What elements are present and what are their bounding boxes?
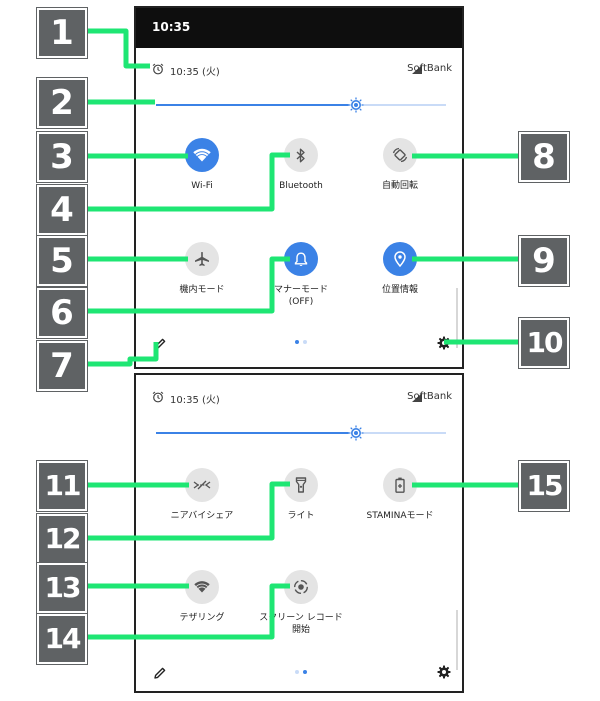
- alarm-clock-icon: [152, 391, 164, 403]
- callout-badge-13: 13: [37, 563, 87, 613]
- tile-tethering[interactable]: テザリング: [152, 570, 252, 624]
- tethering-toggle[interactable]: [185, 570, 219, 604]
- quick-settings-panel-page-2: 10:35 (火) SoftBank: [134, 373, 464, 693]
- callout-badge-5: 5: [37, 236, 87, 286]
- status-time: 10:35: [152, 20, 191, 34]
- screen-record-icon: [293, 579, 309, 595]
- tile-bluetooth[interactable]: Bluetooth: [251, 138, 351, 192]
- brightness-track-filled: [156, 432, 356, 434]
- bell-icon: [294, 251, 308, 266]
- edit-pencil-icon[interactable]: [154, 667, 166, 679]
- brightness-sun-thumb-icon[interactable]: [348, 97, 364, 113]
- manner-mode-toggle[interactable]: [284, 242, 318, 276]
- callout-badge-1: 1: [37, 8, 87, 58]
- callout-badge-10: 10: [519, 318, 569, 368]
- page-indicator: [293, 340, 313, 346]
- flashlight-icon: [295, 477, 307, 493]
- wifi-toggle[interactable]: [185, 138, 219, 172]
- header-row: 10:35 (火) SoftBank: [136, 388, 462, 408]
- quick-settings-panel-page-1: 10:35 10:35 (火) SoftBank: [134, 6, 464, 369]
- wifi-icon: [193, 148, 211, 162]
- tile-label-line2: (OFF): [288, 297, 314, 307]
- tile-location[interactable]: 位置情報: [350, 242, 450, 296]
- tile-manner-mode[interactable]: マナーモード (OFF): [251, 242, 351, 308]
- tile-nearby-share[interactable]: ニアバイシェア: [152, 468, 252, 522]
- tile-label-line1: スクリーン レコード: [259, 613, 343, 623]
- brightness-track-empty: [356, 104, 446, 106]
- tile-label: 機内モード: [179, 285, 225, 295]
- brightness-track-filled: [156, 104, 356, 106]
- signal-strength-icon: [412, 65, 422, 74]
- page-dot-1: [295, 340, 299, 344]
- callout-badge-15: 15: [519, 461, 569, 511]
- tile-label: ライト: [287, 511, 315, 521]
- callout-badge-6: 6: [37, 288, 87, 338]
- status-bar: 10:35: [136, 8, 462, 48]
- callout-badge-7: 7: [37, 341, 87, 391]
- battery-icon: [395, 477, 405, 493]
- page-dot-2: [303, 340, 307, 344]
- location-toggle[interactable]: [383, 242, 417, 276]
- header-row: 10:35 (火) SoftBank: [136, 60, 462, 80]
- bluetooth-toggle[interactable]: [284, 138, 318, 172]
- tile-label: 自動回転: [381, 181, 418, 191]
- airplane-mode-toggle[interactable]: [185, 242, 219, 276]
- quick-settings-sheet: 10:35 (火) SoftBank: [136, 375, 462, 691]
- nearby-share-toggle[interactable]: [185, 468, 219, 502]
- quick-settings-sheet: 10:35 (火) SoftBank: [136, 48, 462, 367]
- tile-screen-record[interactable]: スクリーン レコード開始: [251, 570, 351, 636]
- location-pin-icon: [394, 251, 406, 267]
- callout-badge-11: 11: [37, 461, 87, 511]
- alarm-time: 10:35 (火): [170, 67, 220, 78]
- tile-label-line2: 開始: [291, 625, 310, 635]
- callout-badge-4: 4: [37, 185, 87, 235]
- carrier-name: SoftBank: [407, 63, 452, 74]
- callout-badge-14: 14: [37, 614, 87, 664]
- brightness-slider[interactable]: [156, 425, 446, 441]
- page-indicator: [293, 670, 313, 676]
- airplane-icon: [195, 251, 209, 266]
- nearby-share-icon: [193, 480, 211, 490]
- tile-airplane-mode[interactable]: 機内モード: [152, 242, 252, 296]
- tile-auto-rotate[interactable]: 自動回転: [350, 138, 450, 192]
- scrollbar[interactable]: [456, 610, 458, 670]
- tile-label: Bluetooth: [279, 181, 323, 191]
- tile-label-line1: マナーモード: [273, 285, 328, 295]
- settings-gear-icon[interactable]: [437, 336, 451, 350]
- scrollbar[interactable]: [456, 288, 458, 348]
- tile-flashlight[interactable]: ライト: [251, 468, 351, 522]
- tile-label: スクリーン レコード開始: [251, 612, 351, 636]
- settings-gear-icon[interactable]: [437, 665, 451, 679]
- callout-badge-9: 9: [519, 236, 569, 286]
- alarm-time: 10:35 (火): [170, 395, 220, 406]
- edit-pencil-icon[interactable]: [154, 338, 166, 350]
- carrier-name: SoftBank: [407, 391, 452, 402]
- alarm-clock-icon: [152, 63, 164, 75]
- tile-label: STAMINAモード: [366, 511, 434, 521]
- page-dot-1: [295, 670, 299, 674]
- callout-badge-2: 2: [37, 78, 87, 128]
- callout-badge-8: 8: [519, 132, 569, 182]
- brightness-track-empty: [356, 432, 446, 434]
- page-dot-2: [303, 670, 307, 674]
- tile-label: Wi-Fi: [191, 181, 213, 191]
- tile-label: ニアバイシェア: [170, 511, 234, 521]
- stamina-mode-toggle[interactable]: [383, 468, 417, 502]
- hotspot-icon: [194, 581, 210, 593]
- auto-rotate-toggle[interactable]: [383, 138, 417, 172]
- tile-label: テザリング: [179, 613, 225, 623]
- tile-wifi[interactable]: Wi-Fi: [152, 138, 252, 192]
- tile-stamina-mode[interactable]: STAMINAモード: [350, 468, 450, 522]
- tile-label: マナーモード (OFF): [251, 284, 351, 308]
- callout-badge-12: 12: [37, 514, 87, 564]
- brightness-sun-thumb-icon[interactable]: [348, 425, 364, 441]
- screen-record-toggle[interactable]: [284, 570, 318, 604]
- bluetooth-icon: [296, 148, 305, 162]
- flashlight-toggle[interactable]: [284, 468, 318, 502]
- signal-strength-icon: [412, 393, 422, 402]
- auto-rotate-icon: [392, 147, 408, 163]
- brightness-slider[interactable]: [156, 97, 446, 113]
- tile-label: 位置情報: [381, 285, 418, 295]
- callout-badge-3: 3: [37, 132, 87, 182]
